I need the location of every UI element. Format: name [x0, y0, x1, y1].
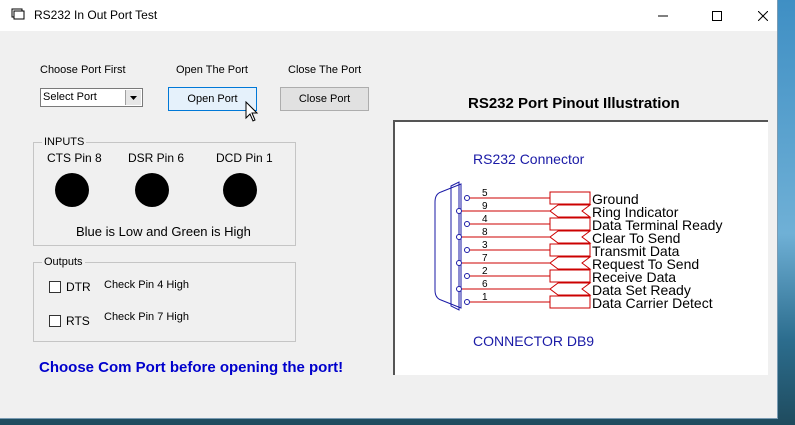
- app-icon: [11, 8, 25, 20]
- db9-diagram: RS232 Connector CONNECTOR DB9 5 Ground 9 Ri…: [434, 151, 722, 349]
- close-window-button[interactable]: [740, 0, 786, 31]
- mouse-cursor-icon: [245, 101, 259, 122]
- open-port-label: Open The Port: [176, 64, 248, 76]
- pin-signal-name: Receive Data: [592, 269, 676, 285]
- pin-number: 4: [482, 214, 488, 225]
- warning-message: Choose Com Port before opening the port!: [39, 359, 344, 376]
- inputs-group-title: INPUTS: [42, 136, 87, 148]
- dsr-label: DSR Pin 6: [128, 151, 185, 165]
- pin-signal-name: Request To Send: [592, 256, 699, 272]
- pin-signal-arrow: [549, 191, 591, 205]
- cts-indicator: [55, 173, 89, 207]
- minimize-button[interactable]: [640, 0, 686, 31]
- close-port-button[interactable]: Close Port: [280, 87, 369, 111]
- db9-shell-outline: [450, 181, 460, 311]
- dtr-label: DTR: [66, 280, 91, 294]
- choose-port-label: Choose Port First: [40, 64, 126, 76]
- dtr-checkbox[interactable]: [49, 281, 61, 293]
- dcd-indicator: [223, 173, 257, 207]
- pin-number: 6: [482, 279, 488, 290]
- pin-signal-name: Transmit Data: [592, 243, 680, 259]
- pin-signal-arrow: [549, 217, 591, 231]
- dsr-indicator: [135, 173, 169, 207]
- outputs-group: Outputs: [33, 256, 296, 342]
- pin-number: 1: [482, 292, 488, 303]
- window-title: RS232 In Out Port Test: [34, 8, 158, 22]
- pin-contact: [464, 273, 470, 279]
- maximize-button[interactable]: [694, 0, 740, 31]
- connector-footer: CONNECTOR DB9: [473, 333, 594, 349]
- dtr-hint: Check Pin 4 High: [104, 279, 189, 291]
- pin-contact: [456, 260, 462, 266]
- pin-contact: [464, 195, 470, 201]
- pin-signal-name: Data Carrier Detect: [592, 295, 713, 311]
- pin-number: 7: [482, 253, 488, 264]
- pin-signal-name: Data Terminal Ready: [592, 217, 722, 233]
- pin-contact: [456, 234, 462, 240]
- pin-number: 5: [482, 188, 488, 199]
- inputs-note: Blue is Low and Green is High: [76, 224, 251, 239]
- app-window: RS232 In Out Port Test Choose Port First…: [0, 0, 778, 419]
- pin-number: 9: [482, 201, 488, 212]
- pin-number: 8: [482, 227, 488, 238]
- pinout-illustration: RS232 Connector CONNECTOR DB9 5 Ground 9 Ri…: [393, 120, 768, 375]
- inputs-group: INPUTS: [33, 136, 296, 246]
- pin-number: 2: [482, 266, 488, 277]
- pin-signal-arrow: [549, 204, 592, 218]
- close-port-label: Close The Port: [288, 64, 362, 76]
- pin-signal-arrow: [549, 295, 591, 309]
- pin-contact: [456, 286, 462, 292]
- title-bar[interactable]: RS232 In Out Port Test: [0, 0, 777, 31]
- pin-signal-arrow: [549, 282, 592, 296]
- rts-checkbox[interactable]: [49, 315, 61, 327]
- port-select-value: Select Port: [43, 91, 97, 103]
- pin-signal-arrow: [549, 243, 591, 257]
- pin-contact: [464, 221, 470, 227]
- minimize-icon: [658, 15, 668, 16]
- pin-contact: [464, 299, 470, 305]
- pin-signal-name: Data Set Ready: [592, 282, 691, 298]
- rts-label: RTS: [66, 314, 90, 328]
- db9-outer-outline: [434, 183, 462, 309]
- chevron-down-icon[interactable]: [125, 90, 141, 105]
- outputs-group-title: Outputs: [42, 256, 85, 268]
- pin-signal-arrow: [549, 269, 591, 283]
- cts-label: CTS Pin 8: [47, 151, 102, 165]
- open-port-button[interactable]: Open Port: [168, 87, 257, 111]
- pin-signal-arrow: [549, 256, 592, 270]
- pin-signal-arrow: [549, 230, 592, 244]
- close-icon: [758, 10, 768, 21]
- pin-signal-name: Ring Indicator: [592, 204, 679, 220]
- connector-title: RS232 Connector: [473, 151, 585, 167]
- pin-contact: [456, 208, 462, 214]
- pinout-title: RS232 Port Pinout Illustration: [468, 95, 680, 112]
- port-select[interactable]: Select Port: [40, 88, 143, 107]
- dcd-label: DCD Pin 1: [216, 151, 273, 165]
- pin-number: 3: [482, 240, 488, 251]
- rts-hint: Check Pin 7 High: [104, 311, 189, 323]
- pin-signal-name: Clear To Send: [592, 230, 680, 246]
- maximize-icon: [712, 10, 722, 21]
- pin-contact: [464, 247, 470, 253]
- pin-signal-name: Ground: [592, 191, 639, 207]
